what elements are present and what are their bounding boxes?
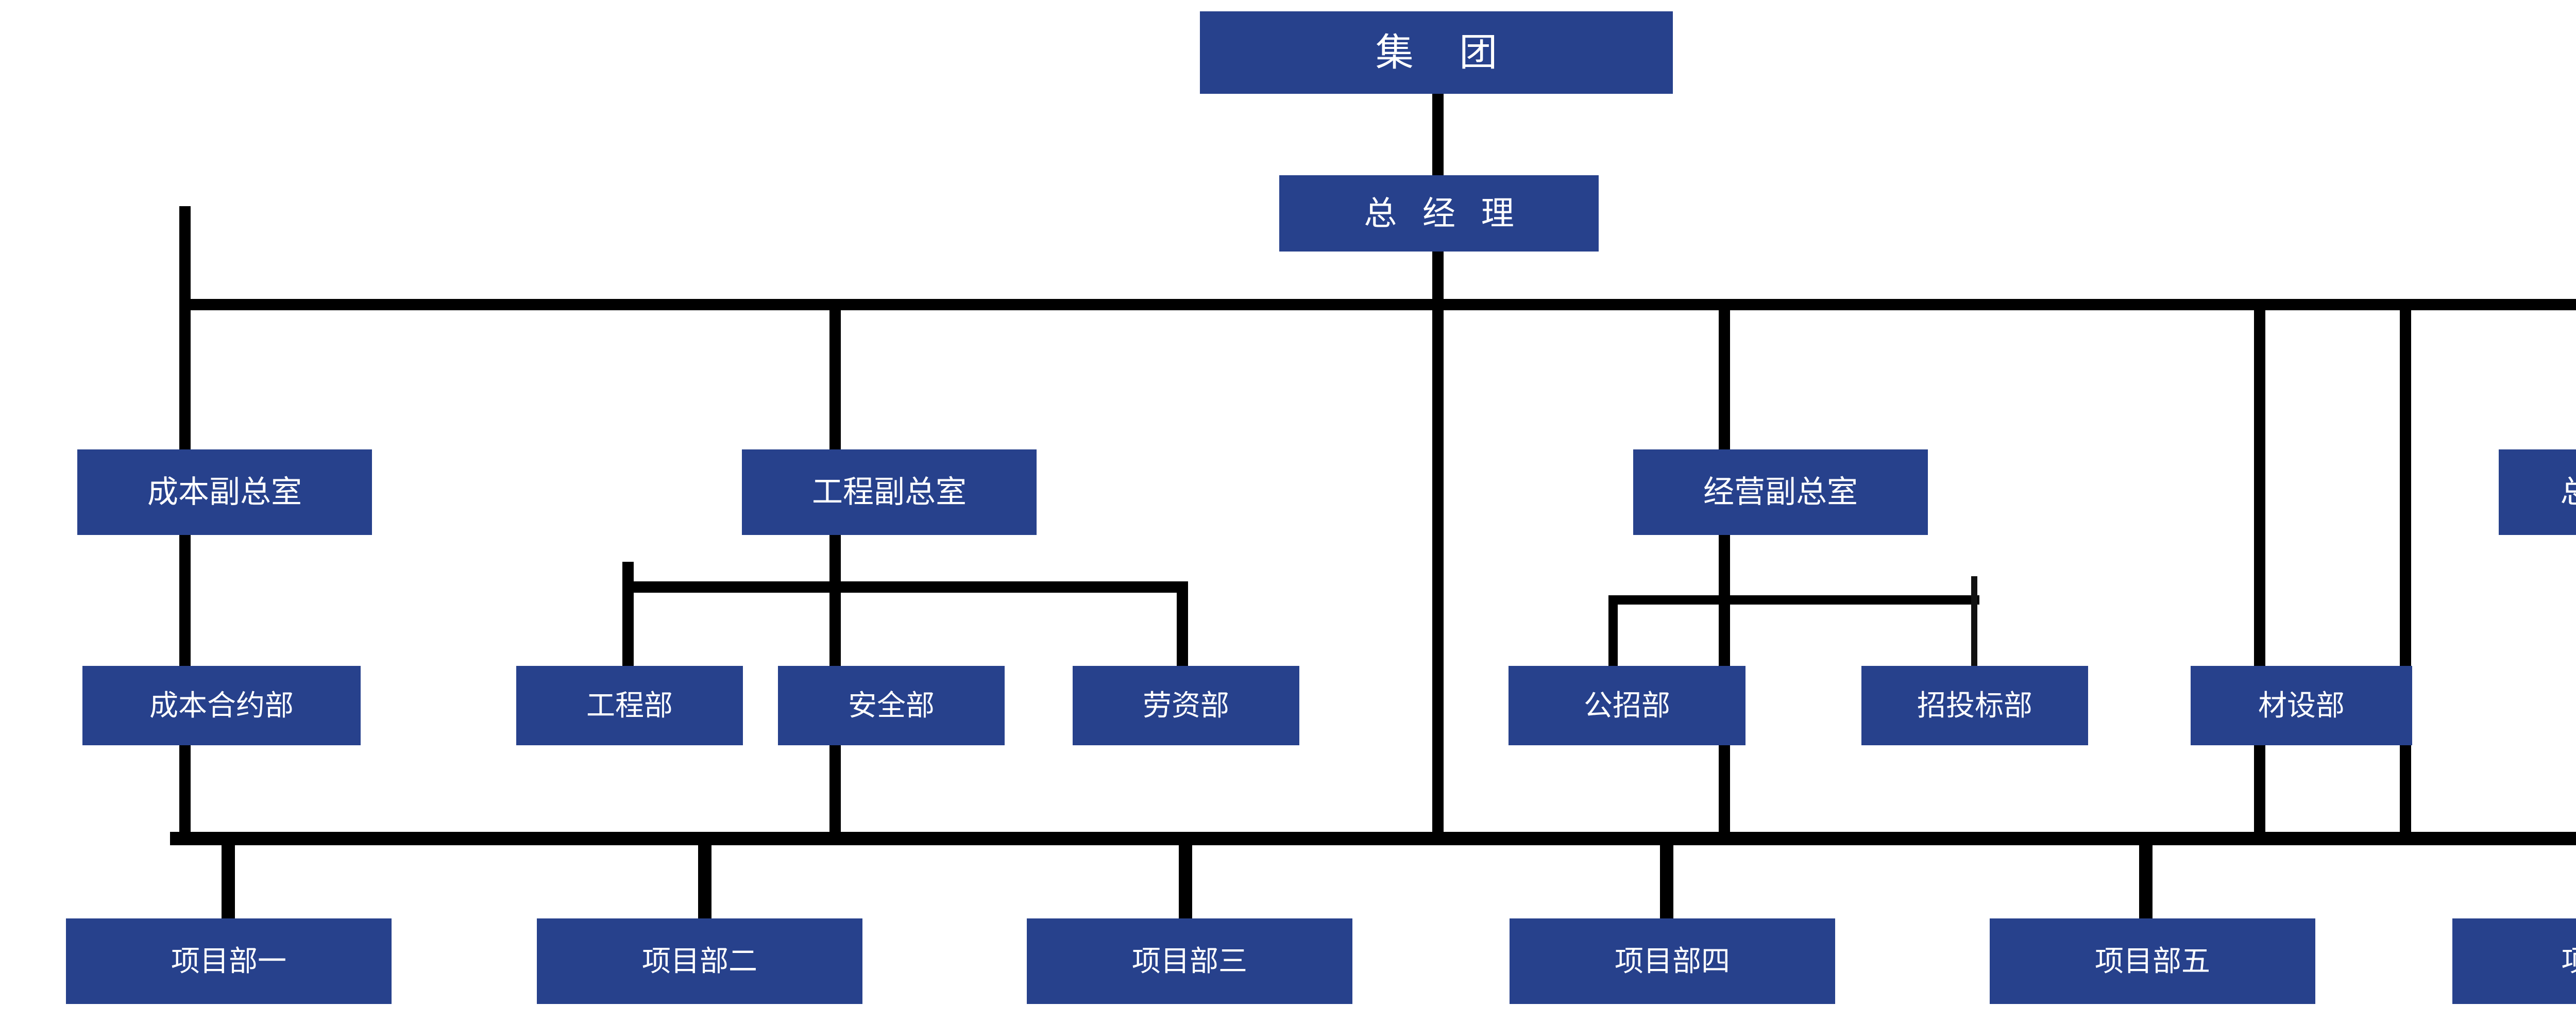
node-project-dept-5-label: 项目部五 <box>2095 945 2210 977</box>
connector-engineering-subbranch-bar <box>622 581 1188 593</box>
connector-bidding-dept-riser <box>1971 576 1977 679</box>
connector-chief-engineer-column <box>2400 299 2411 844</box>
node-project-dept-2-label: 项目部二 <box>642 945 757 977</box>
node-project-dept-4[interactable]: 项目部四 <box>1510 918 1835 1004</box>
node-safety-dept-label: 安全部 <box>848 689 935 722</box>
node-bidding-dept-label: 招投标部 <box>1917 689 2032 722</box>
node-project-dept-3[interactable]: 项目部三 <box>1027 918 1352 1004</box>
node-general-manager-label: 总 经 理 <box>1364 195 1522 232</box>
node-project-dept-1-label: 项目部一 <box>171 945 286 977</box>
connector-engineering-dept-riser <box>622 562 634 680</box>
connector-engineering-column <box>829 299 841 844</box>
connector-operations-column <box>1719 299 1730 844</box>
node-project-dept-n-label: 项目部N <box>2561 945 2576 977</box>
node-cost-contract-dept[interactable]: 成本合约部 <box>82 666 361 745</box>
node-cost-contract-dept-label: 成本合约部 <box>149 689 294 722</box>
node-project-dept-5[interactable]: 项目部五 <box>1990 918 2315 1004</box>
node-engineering-vp-office[interactable]: 工程副总室 <box>742 449 1037 535</box>
node-group-label: 集 团 <box>1375 31 1515 74</box>
node-project-dept-n[interactable]: 项目部N <box>2452 918 2576 1004</box>
connector-public-recruit-riser <box>1608 595 1618 678</box>
node-group[interactable]: 集 团 <box>1200 11 1673 94</box>
node-labor-wage-dept-label: 劳资部 <box>1143 689 1229 722</box>
node-project-dept-3-label: 项目部三 <box>1132 945 1247 977</box>
connector-operations-subbranch-bar <box>1608 595 1979 605</box>
connector-gm-stem-down <box>1432 247 1444 845</box>
node-project-dept-2[interactable]: 项目部二 <box>537 918 862 1004</box>
node-public-recruit-dept-label: 公招部 <box>1584 689 1670 722</box>
node-cost-vp-office[interactable]: 成本副总室 <box>77 449 372 535</box>
node-project-dept-1[interactable]: 项目部一 <box>66 918 392 1004</box>
node-project-dept-4-label: 项目部四 <box>1615 945 1730 977</box>
connector-bottom-horizontal-bus <box>170 832 2576 845</box>
node-operations-vp-office-label: 经营副总室 <box>1703 475 1858 509</box>
node-engineering-dept-label: 工程部 <box>586 689 673 722</box>
connector-labor-dept-riser <box>1177 581 1188 680</box>
node-bidding-dept[interactable]: 招投标部 <box>1861 666 2088 745</box>
node-public-recruit-dept[interactable]: 公招部 <box>1509 666 1745 745</box>
node-chief-engineer-office[interactable]: 总 工 室 <box>2499 449 2576 535</box>
node-engineering-dept[interactable]: 工程部 <box>516 666 743 745</box>
node-material-equipment-dept-label: 材设部 <box>2258 689 2345 722</box>
connector-material-column <box>2254 299 2265 844</box>
connector-main-horizontal-bus <box>179 299 2576 310</box>
node-chief-engineer-office-label: 总 工 室 <box>2549 477 2576 508</box>
node-safety-dept[interactable]: 安全部 <box>778 666 1005 745</box>
node-general-manager[interactable]: 总 经 理 <box>1279 175 1599 252</box>
node-operations-vp-office[interactable]: 经营副总室 <box>1633 449 1928 535</box>
node-cost-vp-office-label: 成本副总室 <box>147 475 302 509</box>
node-engineering-vp-office-label: 工程副总室 <box>812 475 967 509</box>
node-material-equipment-dept[interactable]: 材设部 <box>2191 666 2412 745</box>
node-labor-wage-dept[interactable]: 劳资部 <box>1073 666 1299 745</box>
